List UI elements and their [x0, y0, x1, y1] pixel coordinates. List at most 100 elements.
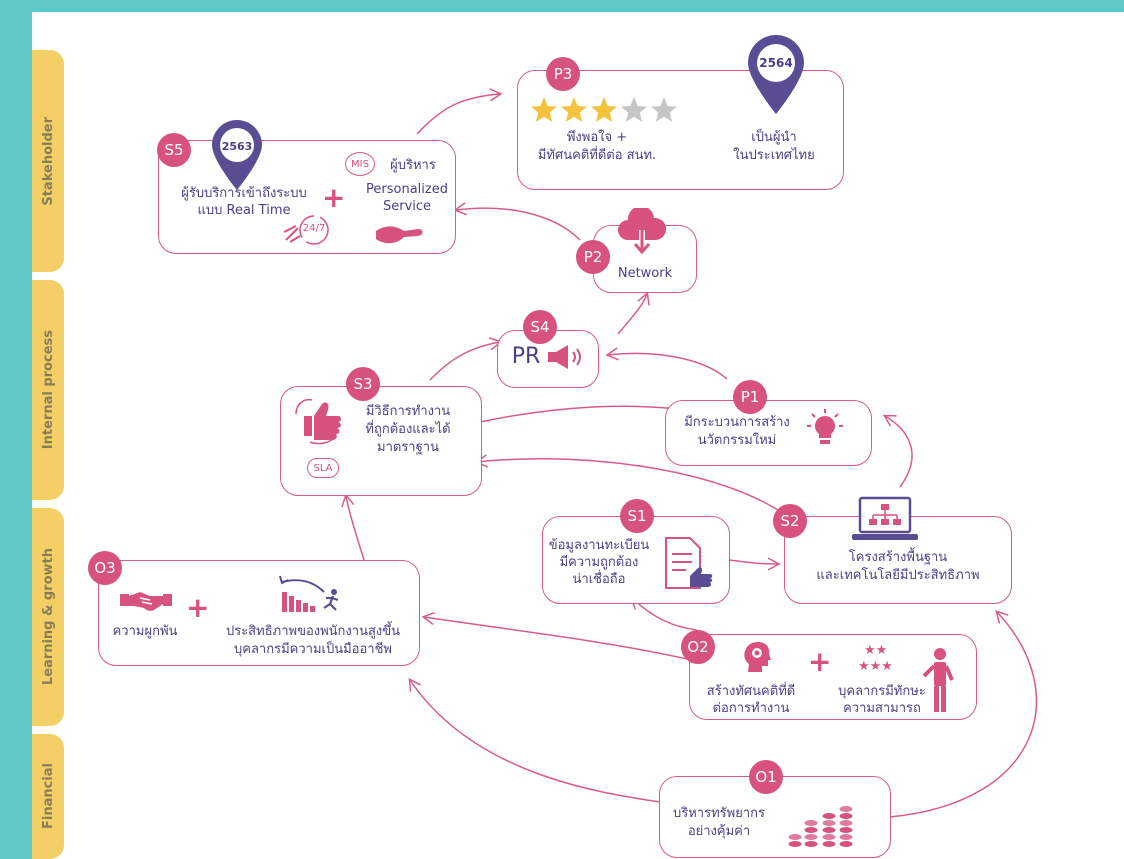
perspective-tab-learning-growth: Learning & growth: [32, 508, 64, 726]
node-badge: S2: [773, 504, 807, 538]
coin: [821, 819, 837, 827]
cloud-download-icon: [618, 208, 666, 255]
arrow-o1-s2: [889, 610, 1038, 818]
arrow-s3-p1: [479, 402, 690, 423]
rating-stars-icon: [531, 97, 677, 122]
arrow-o3-s3: [341, 493, 365, 561]
coin: [838, 833, 854, 841]
arrow-s3-s4: [429, 337, 503, 381]
thumbs-up-icon: [295, 398, 341, 445]
location-pin-icon: [748, 35, 804, 114]
s3-text-line2: ที่ถูกต้องและได้: [365, 422, 451, 437]
o3-right-line1: ประสิทธิภาพของพนักงานสูงขึ้น: [225, 624, 401, 639]
arrow-s4-p2: [617, 291, 650, 335]
o1-text-line2: อย่างคุ้มค่า: [687, 824, 751, 839]
s3-text-line3: มาตราฐาน: [377, 440, 439, 455]
p1-text-line2: นวัตกรรมใหม่: [697, 433, 777, 448]
arrow-s1-s2: [728, 557, 781, 571]
coin: [803, 833, 819, 841]
megaphone-icon: [548, 345, 581, 369]
coin: [838, 826, 854, 834]
coin: [787, 833, 803, 841]
node-o2: [689, 634, 977, 720]
s5-right-line3: Service: [382, 199, 432, 214]
coin-stacks-icon: [787, 805, 854, 848]
o3-left-label: ความผูกพัน: [112, 624, 178, 639]
o3-right-line2: บุคลากรมีความเป็นมืออาชีพ: [234, 642, 392, 657]
clock-24-7-icon: [283, 215, 329, 245]
sla-badge: SLA: [307, 458, 339, 478]
s4-label: PR: [511, 344, 541, 369]
s3-text-line1: มีวิธีการทำงาน: [365, 404, 451, 419]
coin: [838, 812, 854, 820]
plus-icon: +: [186, 591, 210, 624]
node-badge: O1: [749, 760, 783, 794]
handshake-icon: [120, 592, 172, 611]
laptop-network-icon: [852, 496, 918, 540]
o2-right-line2: ความสามารถ: [843, 701, 921, 716]
p3-left-line2: มีทัศนคติที่ดีต่อ สนท.: [537, 148, 657, 163]
o2-right-line1: บุคลากรมีทักษะ: [838, 684, 926, 699]
location-pin-icon: [212, 119, 262, 190]
svg-text:★★: ★★: [864, 643, 887, 658]
s5-right-line2: Personalized: [366, 182, 448, 197]
node-badge: S3: [346, 367, 380, 401]
coin: [803, 840, 819, 848]
node-p1: [665, 400, 872, 466]
coin: [803, 826, 819, 834]
coin: [821, 812, 837, 820]
s5-right-line1: ผู้บริหาร: [390, 158, 436, 173]
pin-year: 2563: [221, 140, 253, 153]
s2-text-line1: โครงสร้างพื้นฐาน: [848, 550, 948, 565]
p3-right-line1: เป็นผู้นำ: [751, 130, 797, 145]
arrow-o1-o3: [408, 677, 661, 803]
arrow-s2-p1: [882, 414, 913, 488]
node-badge: S1: [620, 499, 654, 533]
perspective-tab-financial: Financial: [32, 734, 64, 859]
p3-left-line1: พึงพอใจ +: [566, 130, 628, 145]
s5-text-line1: ผู้รับบริการเข้าถึงระบบ: [181, 186, 307, 201]
skilled-person-icon: ★★ ★★★: [858, 643, 954, 712]
lightbulb-icon: [807, 409, 843, 444]
s1-text-line1: ข้อมูลงานทะเบียน: [548, 538, 650, 553]
p3-right-line2: ในประเทศไทย: [733, 148, 815, 163]
coin: [821, 833, 837, 841]
node-badge: S5: [157, 133, 191, 167]
o2-left-line1: สร้างทัศนคติที่ดี: [706, 684, 796, 699]
s5-text-line2: แบบ Real Time: [197, 203, 291, 218]
p1-text-line1: มีกระบวนการสร้าง: [684, 415, 790, 430]
head-idea-icon: [744, 642, 771, 672]
arrow-s5-p3: [416, 88, 503, 135]
s1-text-line2: มีความถูกต้อง: [559, 555, 639, 570]
perspective-tab-stakeholder: Stakeholder: [32, 50, 64, 272]
coin: [838, 819, 854, 827]
node-badge: O3: [88, 551, 122, 585]
node-badge: S4: [523, 310, 557, 344]
o2-left-line2: ต่อการทำงาน: [712, 701, 790, 716]
plus-icon: +: [322, 181, 346, 214]
plus-icon: +: [808, 645, 832, 678]
coin: [821, 840, 837, 848]
s1-text-line3: น่าเชื่อถือ: [572, 572, 626, 587]
coin: [787, 840, 803, 848]
s2-text-line2: และเทคโนโลยีมีประสิทธิภาพ: [816, 568, 980, 583]
p2-label: Network: [617, 266, 673, 281]
arrow-o2-o3: [421, 611, 688, 660]
document-approve-icon: [665, 537, 713, 589]
performance-growth-icon: [279, 575, 339, 612]
node-badge: O2: [681, 630, 715, 664]
clock-label: 24/7: [302, 223, 326, 234]
coin: [838, 840, 854, 848]
node-badge: P3: [546, 57, 580, 91]
svg-text:★★★: ★★★: [858, 659, 893, 674]
mis-badge: MIS: [345, 152, 375, 176]
node-badge: P2: [576, 240, 610, 274]
node-badge: P1: [733, 380, 767, 414]
coin: [838, 805, 854, 813]
pin-year: 2564: [759, 56, 793, 70]
coin: [803, 819, 819, 827]
node-o3: [98, 560, 420, 666]
coin: [821, 826, 837, 834]
arrow-p1-s4: [605, 347, 728, 380]
hand-service-icon: [376, 226, 423, 244]
